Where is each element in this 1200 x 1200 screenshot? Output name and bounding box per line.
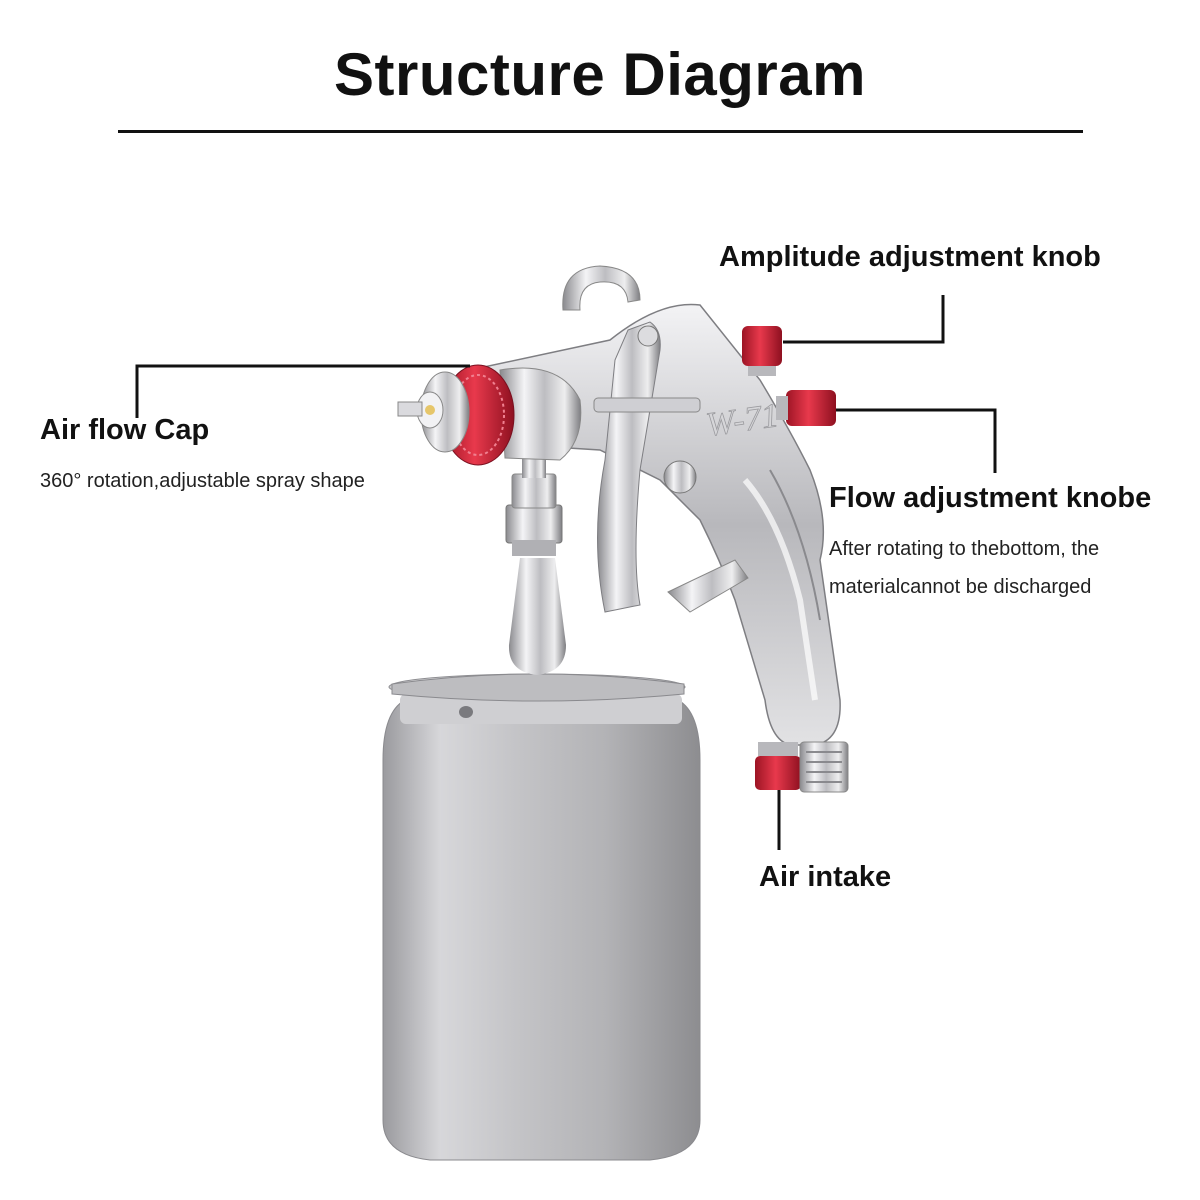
air-intake-graphic <box>755 741 849 793</box>
air-intake-label: Air intake <box>759 861 892 893</box>
flow-knob-graphic <box>776 390 836 426</box>
feed-tube <box>505 458 566 675</box>
leader-amplitude-knob <box>783 295 945 344</box>
flow-knob-description-line: After rotating to thebottom, the <box>829 538 1100 560</box>
paint-cup <box>382 673 701 1161</box>
title-underline <box>118 130 1083 133</box>
flow-knob-label: Flow adjustment knobe <box>829 482 1152 514</box>
air-flow-cap-description: 360° rotation,adjustable spray shape <box>40 470 365 492</box>
amplitude-knob-graphic <box>742 326 782 376</box>
flow-knob-description-line: materialcannot be discharged <box>829 576 1092 598</box>
leader-flow-knob <box>836 408 997 473</box>
flow-knob-description: After rotating to thebottom, the materia… <box>829 530 1099 606</box>
leader-lines <box>135 295 997 850</box>
page-title: Structure Diagram <box>334 41 866 108</box>
amplitude-knob-label: Amplitude adjustment knob <box>719 241 1101 273</box>
leader-air-flow-cap <box>135 364 470 418</box>
nozzle-assembly <box>397 364 582 466</box>
air-flow-cap-label: Air flow Cap <box>40 414 210 446</box>
